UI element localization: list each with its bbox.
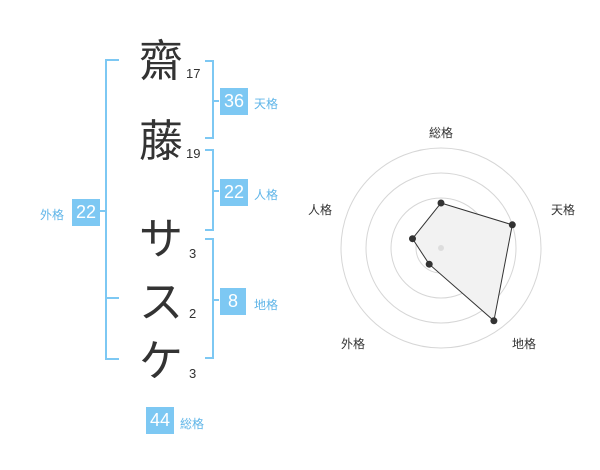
stroke-count-4: 2 <box>189 306 197 321</box>
soukaku-label: 総格 <box>180 417 205 431</box>
radar-label-tenkaku: 天格 <box>551 203 576 217</box>
radar-label-chikaku: 地格 <box>512 337 537 351</box>
radar-polygon <box>411 202 513 322</box>
stroke-count-5: 3 <box>189 366 197 381</box>
radar-point-3 <box>425 260 433 268</box>
radar-label-gaikaku: 外格 <box>341 337 366 351</box>
radar-point-1 <box>508 221 516 229</box>
gaikaku-value: 22 <box>72 199 100 226</box>
tenkaku-label: 天格 <box>254 97 279 111</box>
stroke-count-2: 19 <box>186 146 201 161</box>
name-char-1: 齋 <box>139 36 183 87</box>
radar-point-2 <box>490 317 498 325</box>
radar-center-dot <box>438 245 444 251</box>
stroke-count-1: 17 <box>186 66 201 81</box>
chikaku-value: 8 <box>220 288 246 315</box>
name-char-3: サ <box>139 214 183 265</box>
name-char-2: 藤 <box>139 116 183 167</box>
name-char-5: ケ <box>139 336 183 387</box>
radar-label-soukaku: 総格 <box>429 126 454 140</box>
radar-label-jinkaku: 人格 <box>308 203 333 217</box>
radar-ring <box>365 172 517 324</box>
tenkaku-value: 36 <box>220 88 248 115</box>
jinkaku-value: 22 <box>220 179 248 206</box>
stroke-count-3: 3 <box>189 246 197 261</box>
name-char-4: ス <box>139 277 183 328</box>
gaikaku-label: 外格 <box>40 208 65 222</box>
radar-ring <box>340 147 542 349</box>
radar-point-4 <box>409 235 416 243</box>
chikaku-label: 地格 <box>254 298 279 312</box>
jinkaku-label: 人格 <box>254 188 279 202</box>
radar-point-0 <box>437 199 445 207</box>
soukaku-value: 44 <box>146 407 174 434</box>
